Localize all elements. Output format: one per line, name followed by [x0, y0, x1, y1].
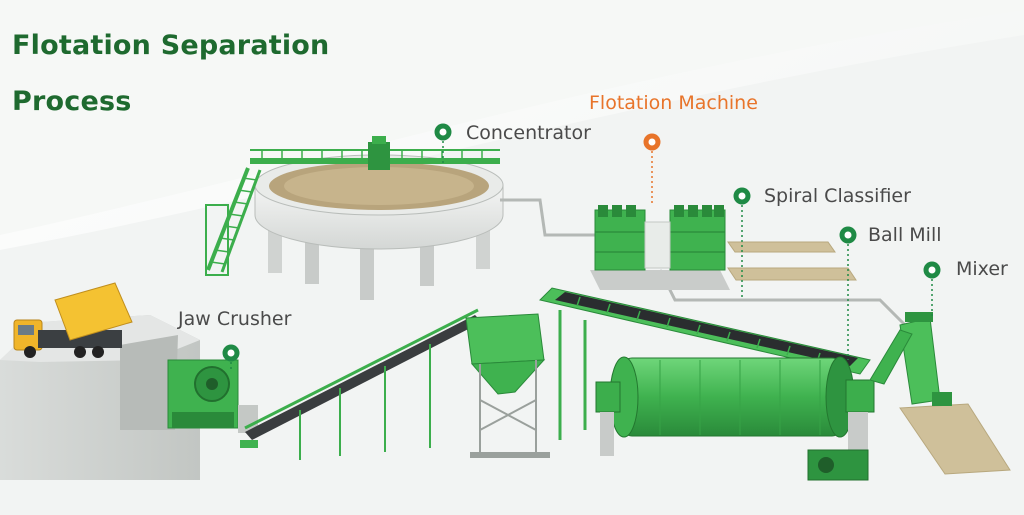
- ball-mill-illustration: [595, 356, 875, 481]
- spiral-classifier-illustration: [539, 287, 871, 440]
- belt-conveyor-illustration: [244, 308, 482, 460]
- mixer-illustration: [869, 312, 1011, 475]
- label-concentrator: Concentrator: [466, 122, 591, 144]
- flotation-machine-illustration: [590, 205, 857, 290]
- ball-mill-marker: [839, 226, 857, 360]
- label-markers: [222, 123, 941, 372]
- concentrator-illustration: [205, 136, 504, 300]
- label-spiral-classifier: Spiral Classifier: [764, 185, 911, 207]
- spiral-classifier-marker: [733, 187, 751, 300]
- label-jaw-crusher: Jaw Crusher: [178, 308, 292, 330]
- mixer-marker: [923, 261, 941, 316]
- background-swoosh: [0, 0, 1024, 235]
- concentrator-marker: [434, 123, 452, 165]
- flotation-machine-marker: [643, 133, 661, 205]
- hopper-illustration: [465, 313, 550, 458]
- jaw-crusher-marker: [222, 344, 240, 372]
- label-flotation-machine: Flotation Machine: [589, 92, 758, 114]
- diagram-title-line1: Flotation Separation: [12, 30, 330, 61]
- jaw-crusher-illustration: [167, 359, 258, 448]
- label-ball-mill: Ball Mill: [868, 224, 942, 246]
- diagram-title-line2: Process: [12, 86, 132, 117]
- label-mixer: Mixer: [956, 258, 1008, 280]
- truck-and-bin-illustration: [0, 282, 200, 480]
